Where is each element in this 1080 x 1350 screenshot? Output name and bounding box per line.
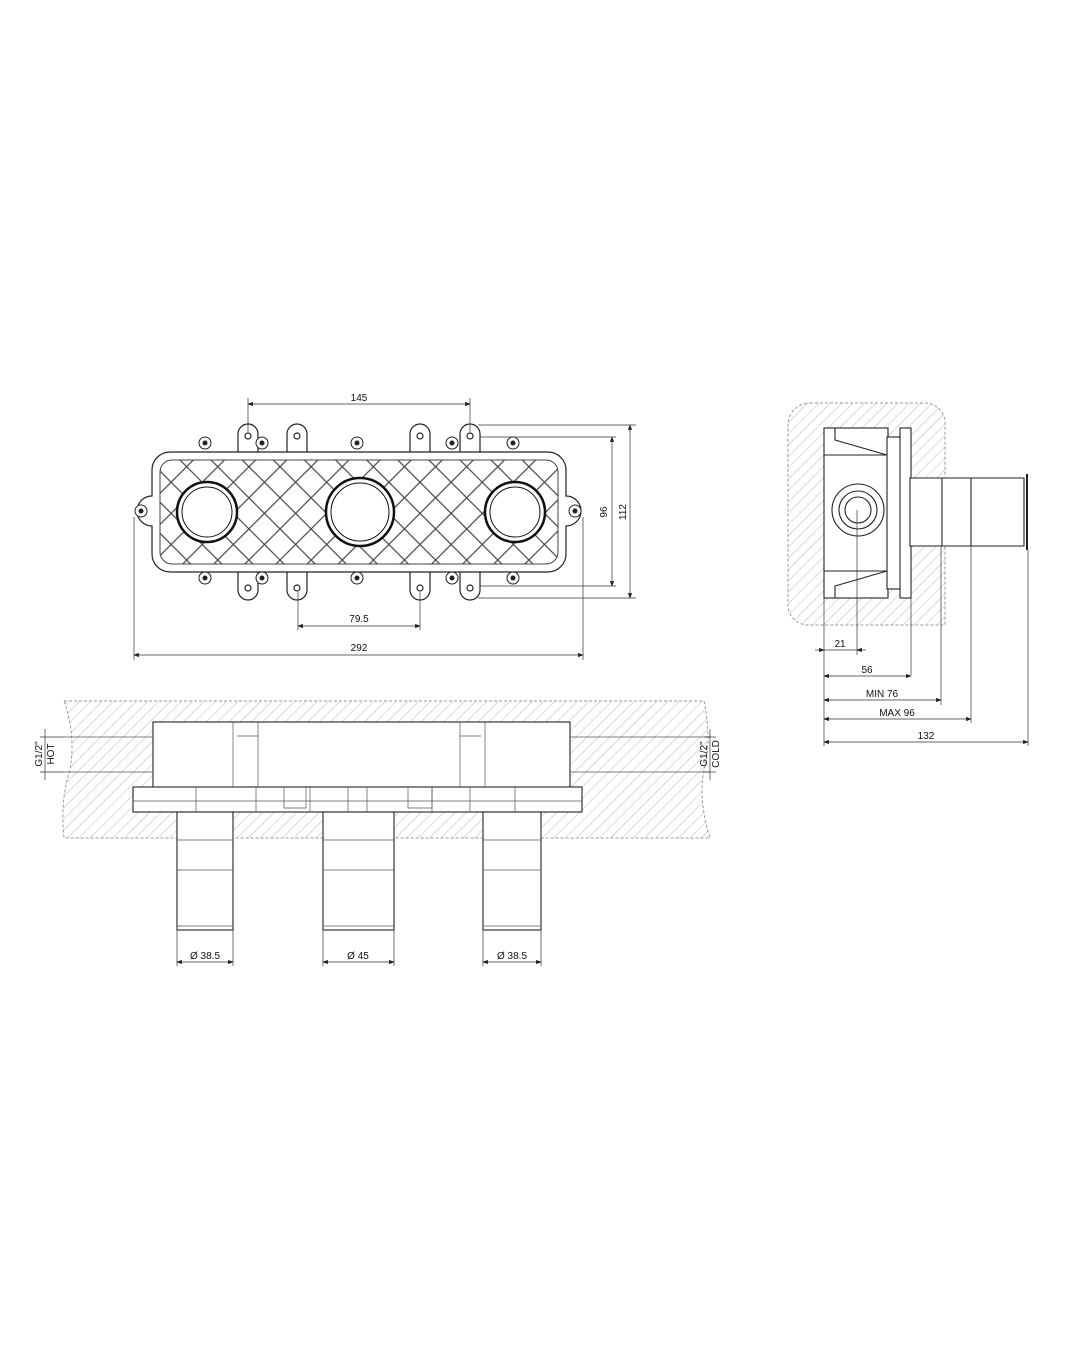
diameter-left: Ø 38.5 [190, 951, 220, 962]
dim-292: 292 [351, 643, 368, 654]
hot-label: HOT [46, 743, 57, 764]
valve-body-side [823, 427, 1028, 599]
dim-112: 112 [618, 504, 629, 520]
diameter-right: Ø 38.5 [497, 951, 527, 962]
side-dimensions [815, 510, 1029, 746]
mounting-tabs [237, 423, 481, 601]
front-view: 145 79.5 292 96 112 [133, 393, 636, 660]
dim-max-96: MAX 96 [879, 708, 915, 719]
cold-size: G1/2" [699, 741, 710, 767]
section-view: G1/2" HOT G1/2" COLD Ø 38.5 Ø 45 Ø 38.5 [34, 700, 722, 966]
dim-96: 96 [599, 506, 610, 518]
dim-79-5: 79.5 [349, 614, 369, 625]
screw-heads [138, 440, 578, 581]
side-view: 21 56 MIN 76 MAX 96 132 [787, 402, 1029, 746]
dim-132: 132 [918, 731, 935, 742]
section-dimensions [40, 729, 716, 966]
dim-21: 21 [834, 639, 846, 650]
diameter-center: Ø 45 [347, 951, 369, 962]
hot-size: G1/2" [34, 741, 45, 767]
dim-145: 145 [351, 393, 368, 404]
valve-openings [175, 476, 547, 548]
front-dimensions [133, 398, 636, 660]
dim-56: 56 [861, 665, 873, 676]
cold-label: COLD [711, 740, 722, 768]
mounting-plate [136, 451, 582, 573]
section-details [64, 722, 710, 927]
dim-min-76: MIN 76 [866, 689, 899, 700]
valve-body-section [132, 721, 583, 931]
